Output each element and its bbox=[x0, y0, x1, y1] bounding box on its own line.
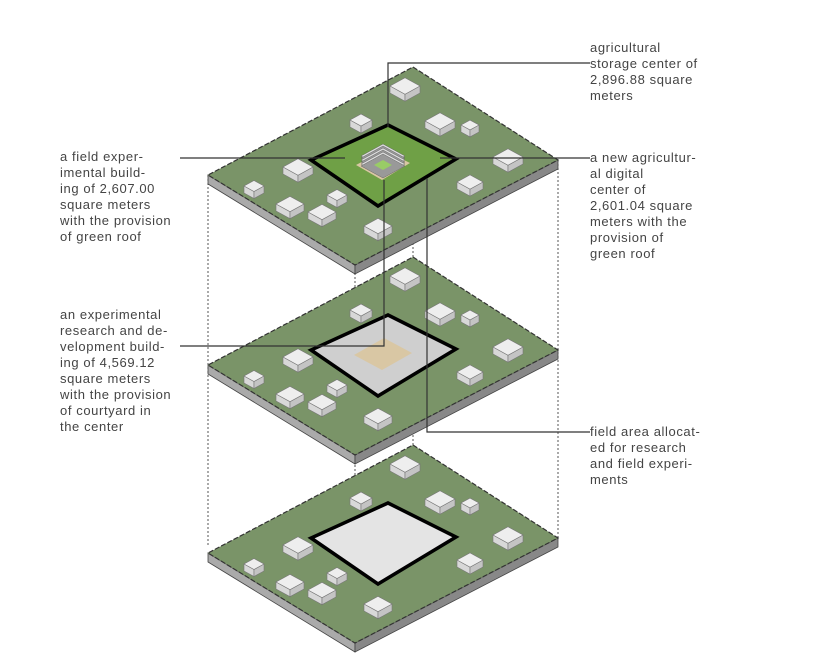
small-buildings bbox=[243, 267, 524, 432]
small-buildings bbox=[243, 455, 524, 620]
label-line: an experimental bbox=[60, 307, 162, 322]
label-line: field area allocat- bbox=[590, 424, 700, 439]
label-line: with the provision bbox=[59, 387, 171, 402]
leader-lines bbox=[180, 62, 590, 433]
label-line: storage center of bbox=[590, 56, 698, 71]
label-line: ed for research bbox=[590, 440, 686, 455]
label-line: imental build- bbox=[60, 165, 146, 180]
leader-rnd-building bbox=[180, 180, 385, 347]
small-buildings bbox=[243, 77, 524, 242]
label-line: provision of bbox=[590, 230, 664, 245]
label-line: ing of 2,607.00 bbox=[60, 181, 155, 196]
label-line: a field exper- bbox=[60, 149, 144, 164]
label-line: square meters bbox=[60, 197, 151, 212]
plate-level-1 bbox=[206, 66, 560, 275]
plate-level-2 bbox=[206, 256, 560, 465]
label-line: ments bbox=[590, 472, 628, 487]
label-line: center of bbox=[590, 182, 646, 197]
label-line: ing of 4,569.12 bbox=[60, 355, 155, 370]
label-field-building: a field exper-imental build-ing of 2,607… bbox=[59, 149, 171, 244]
label-line: 2,601.04 square bbox=[590, 198, 693, 213]
leader-field-area bbox=[426, 178, 590, 433]
label-line: meters with the bbox=[590, 214, 687, 229]
label-line: of courtyard in bbox=[60, 403, 151, 418]
empty-site-footprint bbox=[307, 501, 460, 587]
label-line: with the provision bbox=[59, 213, 171, 228]
label-line: meters bbox=[590, 88, 633, 103]
courtyard bbox=[354, 338, 412, 370]
label-line: a new agricultur- bbox=[590, 150, 696, 165]
label-line: 2,896.88 square bbox=[590, 72, 693, 87]
label-line: al digital bbox=[590, 166, 644, 181]
label-line: green roof bbox=[590, 246, 655, 261]
plate-level-3 bbox=[206, 444, 560, 653]
label-line: velopment build- bbox=[60, 339, 165, 354]
label-line: research and de- bbox=[60, 323, 168, 338]
label-line: of green roof bbox=[60, 229, 142, 244]
label-line: agricultural bbox=[590, 40, 661, 55]
storage-center-building bbox=[360, 143, 406, 179]
label-line: the center bbox=[60, 419, 124, 434]
leader-storage-center bbox=[387, 62, 590, 127]
label-line: square meters bbox=[60, 371, 151, 386]
label-line: and field experi- bbox=[590, 456, 693, 471]
